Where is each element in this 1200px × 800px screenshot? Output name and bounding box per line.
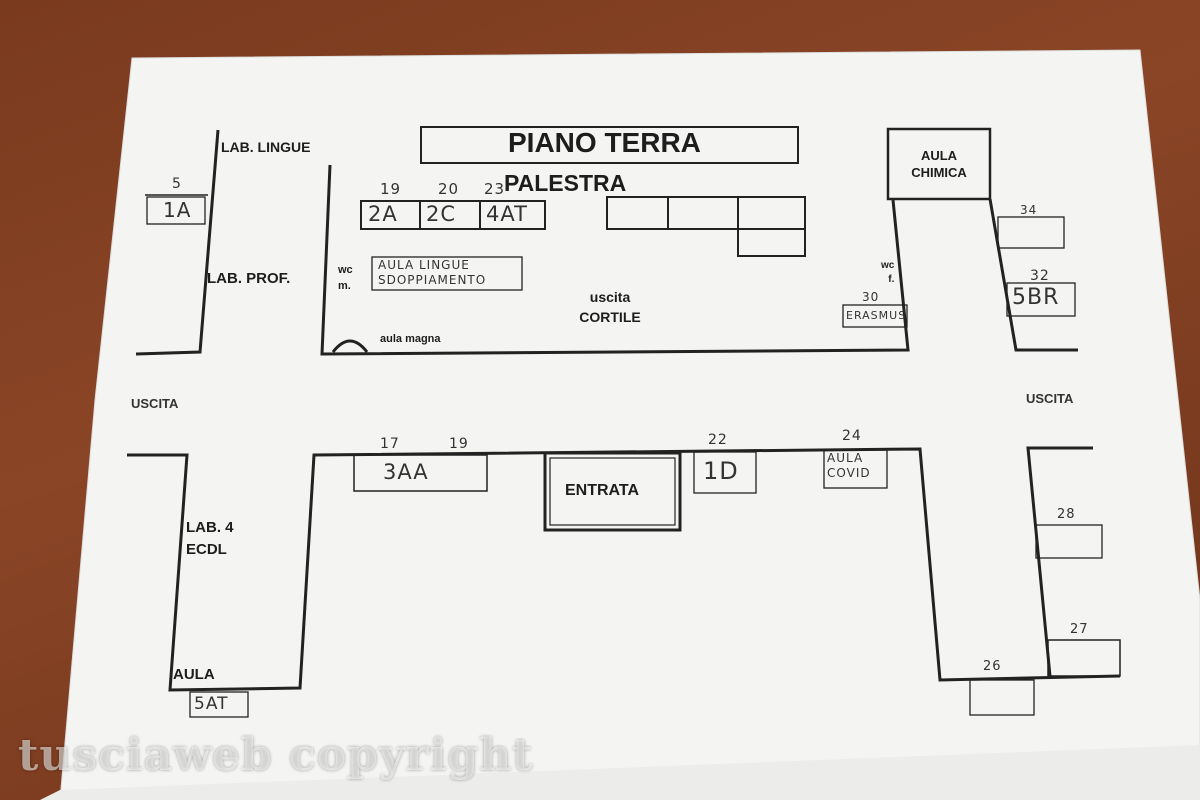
lower-center xyxy=(353,449,888,532)
aula-chimica-label: AULA CHIMICA xyxy=(911,148,967,180)
room-2a-label: 2A xyxy=(368,202,398,226)
room-1a-label: 1A xyxy=(163,198,192,222)
aula-lingue-sdoppiamento-label: AULA LINGUE SDOPPIAMENTO xyxy=(378,258,487,287)
room-number-20: 20 xyxy=(438,180,460,198)
room-1a-number: 5 xyxy=(172,176,182,192)
lab4-ecdl-label: LAB. 4 ECDL xyxy=(186,519,234,558)
room-number-27: 27 xyxy=(1070,622,1089,637)
wc-f-label: wc f. xyxy=(881,260,895,285)
room-5br-label: 5BR xyxy=(1012,285,1060,310)
uscita-cortile-label: uscita CORTILE xyxy=(579,289,641,325)
room-number-22: 22 xyxy=(708,432,728,448)
aula-label: AULA xyxy=(173,666,215,683)
room-number-24: 24 xyxy=(842,428,862,444)
lower-left-wing xyxy=(127,447,1121,718)
room-5at-label: 5AT xyxy=(194,694,229,714)
uscita-right-label: USCITA xyxy=(1026,391,1074,406)
room-3aa-label: 3AA xyxy=(383,460,429,484)
room-number-23: 23 xyxy=(484,180,506,198)
uscita-left-label: USCITA xyxy=(131,396,179,411)
wc-m-label: wc m. xyxy=(338,264,353,292)
room-number-26: 26 xyxy=(983,659,1002,674)
room-number-17: 17 xyxy=(380,436,400,452)
plan-title: PIANO TERRA xyxy=(508,127,701,158)
room-1d-label: 1D xyxy=(703,457,739,485)
entrata-label: ENTRATA xyxy=(565,482,640,499)
aula-covid-label: AULA COVID xyxy=(827,451,871,480)
room-2c-label: 2C xyxy=(426,202,457,226)
watermark: tusciaweb copyright xyxy=(18,730,534,781)
erasmus-number: 30 xyxy=(862,290,880,304)
room-number-19: 19 xyxy=(380,180,402,198)
lower-right-wing xyxy=(969,446,1121,716)
palestra-label: PALESTRA xyxy=(504,170,627,196)
left-upper-wing xyxy=(135,129,220,356)
erasmus-label: ERASMUS xyxy=(846,309,907,322)
room-number-19-lower: 19 xyxy=(449,436,469,452)
central-upper-block xyxy=(320,126,910,356)
lab-lingue-label: LAB. LINGUE xyxy=(221,139,311,155)
room-4at-label: 4AT xyxy=(486,202,528,226)
right-upper-wing xyxy=(886,127,1078,352)
room-number-34: 34 xyxy=(1020,203,1038,217)
room-number-32: 32 xyxy=(1030,268,1050,284)
lab-prof-label: LAB. PROF. xyxy=(207,270,291,287)
room-number-28: 28 xyxy=(1057,507,1076,522)
aula-magna-label: aula magna xyxy=(380,333,441,345)
